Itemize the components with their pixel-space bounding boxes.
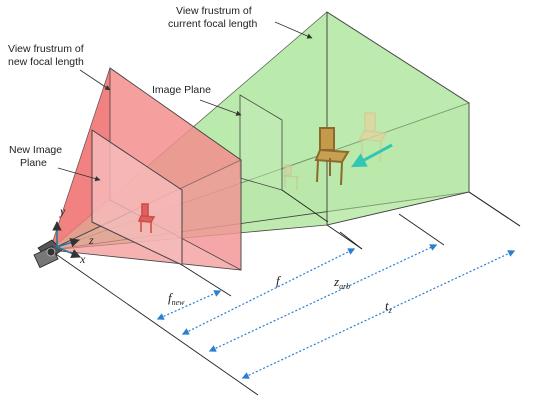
label-f-new: fnew — [168, 290, 185, 307]
label-new-image-plane-2: Plane — [20, 157, 47, 169]
dim-z-arb — [208, 244, 438, 352]
label-current-frustum-1: View frustrum of — [176, 5, 252, 17]
motion-arrow — [351, 143, 393, 168]
label-f: f — [276, 273, 282, 288]
label-new-frustum-1: View frustrum of — [8, 43, 84, 55]
axis-z-label: z — [88, 233, 94, 247]
chair-small-green — [282, 164, 300, 190]
label-image-plane: Image Plane — [152, 84, 211, 96]
axis-y-label: y — [59, 204, 66, 218]
chair-main — [314, 127, 350, 186]
label-t-z: tz — [385, 298, 393, 315]
label-current-frustum-2: current focal length — [168, 18, 257, 30]
leader-arrows — [57, 21, 313, 182]
label-z-arb: zarb — [333, 274, 350, 291]
dim-t-z — [241, 250, 516, 379]
label-new-image-plane-1: New Image — [9, 144, 62, 156]
camera-axes — [52, 221, 81, 258]
label-new-frustum-2: new focal length — [8, 56, 84, 68]
chair-small-red — [137, 203, 156, 233]
dimension-lines — [156, 244, 516, 379]
axis-x-label: x — [79, 252, 86, 266]
